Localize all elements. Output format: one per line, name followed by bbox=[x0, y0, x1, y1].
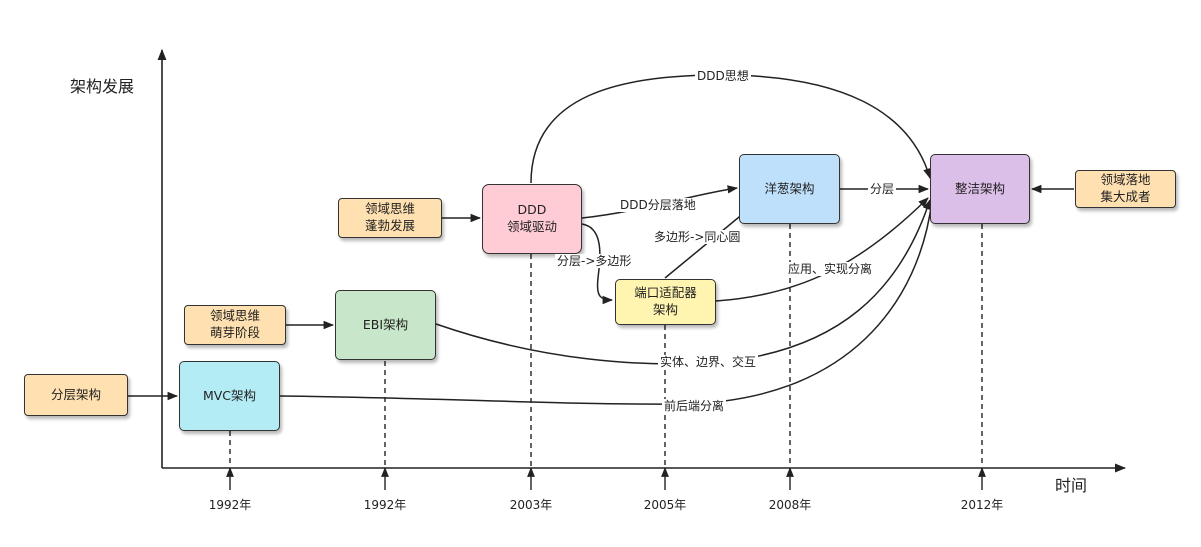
year-label: 2005年 bbox=[643, 498, 687, 512]
node-domain-landing-master[interactable]: 领域落地 集大成者 bbox=[1075, 170, 1176, 208]
year-label: 1992年 bbox=[363, 498, 407, 512]
year-label: 2012年 bbox=[960, 498, 1004, 512]
label-layering: 分层 bbox=[868, 182, 897, 196]
y-axis-title: 架构发展 bbox=[70, 77, 135, 96]
label-polygon-to-circle: 多边形->同心圆 bbox=[652, 230, 743, 244]
node-ddd-domain-driven[interactable]: DDD 领域驱动 bbox=[482, 184, 582, 254]
node-onion-architecture[interactable]: 洋葱架构 bbox=[739, 154, 840, 224]
label-ddd-layer-landing: DDD分层落地 bbox=[618, 198, 698, 212]
node-domain-thinking-sprout[interactable]: 领域思维 萌芽阶段 bbox=[184, 305, 286, 345]
x-axis-title: 时间 bbox=[1055, 476, 1088, 495]
edge-ddd-port bbox=[581, 223, 614, 305]
year-label: 2008年 bbox=[768, 498, 812, 512]
node-clean-architecture[interactable]: 整洁架构 bbox=[930, 154, 1030, 224]
edge-ddd-clean bbox=[530, 74, 932, 184]
label-app-impl-separation: 应用、实现分离 bbox=[786, 262, 875, 276]
node-port-adapter-architecture[interactable]: 端口适配器 架构 bbox=[615, 279, 716, 325]
node-ebi-architecture[interactable]: EBI架构 bbox=[335, 290, 436, 360]
label-layer-to-polygon: 分层->多边形 bbox=[555, 254, 634, 268]
year-label: 2003年 bbox=[509, 498, 553, 512]
node-domain-thinking-flourish[interactable]: 领域思维 蓬勃发展 bbox=[338, 198, 442, 238]
label-entity-boundary-interaction: 实体、边界、交互 bbox=[658, 355, 759, 369]
year-label: 1992年 bbox=[208, 498, 252, 512]
node-layered-architecture[interactable]: 分层架构 bbox=[24, 374, 128, 416]
node-mvc-architecture[interactable]: MVC架构 bbox=[179, 361, 280, 431]
label-frontend-backend-separation: 前后端分离 bbox=[662, 399, 727, 413]
label-ddd-thought: DDD思想 bbox=[695, 69, 751, 83]
